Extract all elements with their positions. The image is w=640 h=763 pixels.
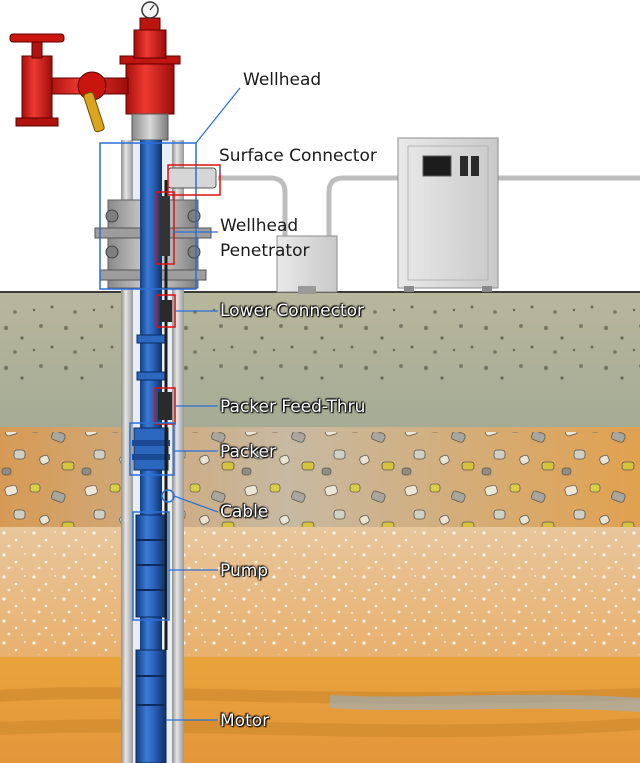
wellhead-cap (139, 17, 161, 31)
label-surface-connector: Surface Connector (219, 146, 377, 166)
pump-callout-box (132, 511, 170, 621)
label-packer: Packer (220, 442, 276, 462)
label-wellhead-penetrator-line1: Wellhead (220, 216, 299, 236)
sand-grains (0, 530, 640, 655)
packer-ring-1 (132, 440, 170, 446)
side-valve-body (21, 55, 53, 121)
label-lower-connector: Lower Connector (220, 301, 365, 321)
tubing-coupling-2 (136, 371, 166, 381)
packer-callout-box (129, 422, 175, 476)
flange-bolt-2 (187, 209, 201, 223)
cabinet-door-line (407, 145, 489, 281)
cabinet-meter-1 (460, 156, 468, 176)
side-valve-stem (31, 39, 43, 59)
label-cable: Cable (220, 502, 269, 522)
junction-box-stand (298, 286, 316, 294)
surface-cable (218, 175, 288, 238)
wellhead-body (125, 61, 175, 115)
tubing-coupling-1 (136, 334, 166, 344)
label-wellhead: Wellhead (243, 70, 322, 90)
casing-outer-left (121, 140, 133, 763)
penetrator-body (160, 196, 170, 256)
gauge-needle (149, 4, 155, 11)
wing-valve-handle (83, 91, 105, 133)
label-pump: Pump (220, 561, 269, 581)
packer-ring-2 (132, 454, 170, 460)
label-packer-feed-thru: Packer Feed-Thru (220, 397, 366, 417)
wellhead-lower-spool (131, 113, 169, 141)
wellhead-bonnet (133, 29, 167, 59)
packer-feed-thru-body (158, 392, 172, 420)
wellhead-leader (195, 87, 241, 144)
deep-layer-stream (330, 694, 640, 712)
packer-body (133, 427, 169, 471)
surface-cable-2 (326, 175, 398, 238)
topsoil-pebbles (0, 300, 640, 380)
motor-section (135, 649, 167, 763)
surface-connector-callout-box (167, 164, 221, 196)
wellhead-callout-box (99, 142, 197, 290)
penetrator-callout-box (155, 191, 175, 265)
gravel-stones (0, 432, 640, 527)
flange-bolt-3 (105, 245, 119, 259)
deep-layer (0, 657, 640, 763)
flange-bolt-1 (105, 209, 119, 223)
cabinet-display (422, 155, 452, 177)
lower-connector-body (160, 300, 172, 322)
cabinet-foot-right (482, 286, 492, 292)
cable-leader (173, 495, 219, 513)
label-motor: Motor (220, 711, 270, 731)
label-wellhead-penetrator-line2: Penetrator (220, 241, 310, 261)
surface-connector-body (167, 167, 217, 189)
cabinet-meter-2 (471, 156, 479, 176)
side-valve-base (15, 117, 59, 127)
flange-bolt-4 (187, 245, 201, 259)
cabinet-foot-left (404, 286, 414, 292)
side-valve-handwheel (9, 33, 65, 43)
